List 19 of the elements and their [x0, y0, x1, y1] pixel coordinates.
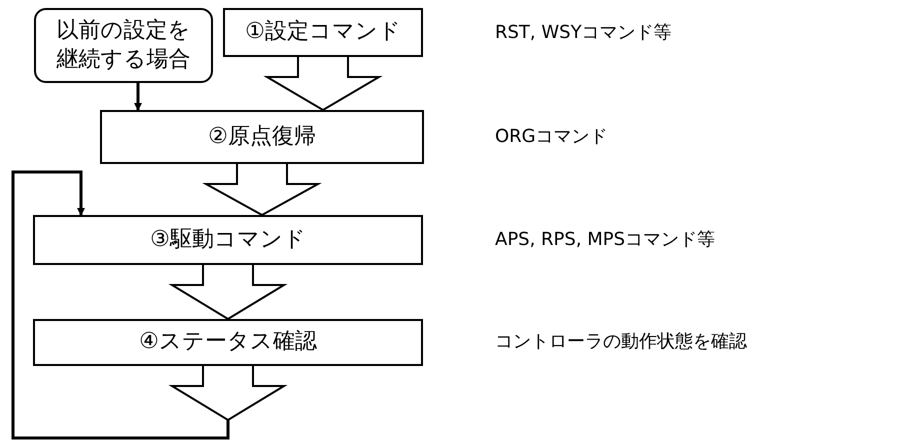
node-text: ①設定コマンド [244, 18, 402, 46]
block-arrow [168, 264, 288, 320]
note-text: APS, RPS, MPSコマンド等 [495, 228, 716, 252]
arrow [134, 83, 142, 111]
process-box [223, 8, 423, 57]
rounded-box [34, 8, 213, 83]
process-box [33, 215, 423, 265]
node-text: ④ステータス確認 [138, 328, 318, 356]
note-text: コントローラの動作状態を確認 [495, 330, 747, 354]
note-text: ORGコマンド [495, 125, 608, 149]
note-text: RST, WSYコマンド等 [495, 21, 672, 45]
node-text: 以前の設定を継続する場合 [56, 16, 192, 74]
process-box [100, 110, 424, 164]
loop-arrow [12, 170, 288, 440]
node-text: ②原点復帰 [207, 122, 317, 151]
node-text: ③駆動コマンド [149, 226, 307, 254]
process-box [33, 319, 423, 366]
block-arrow [263, 56, 383, 112]
block-arrow [202, 163, 322, 216]
